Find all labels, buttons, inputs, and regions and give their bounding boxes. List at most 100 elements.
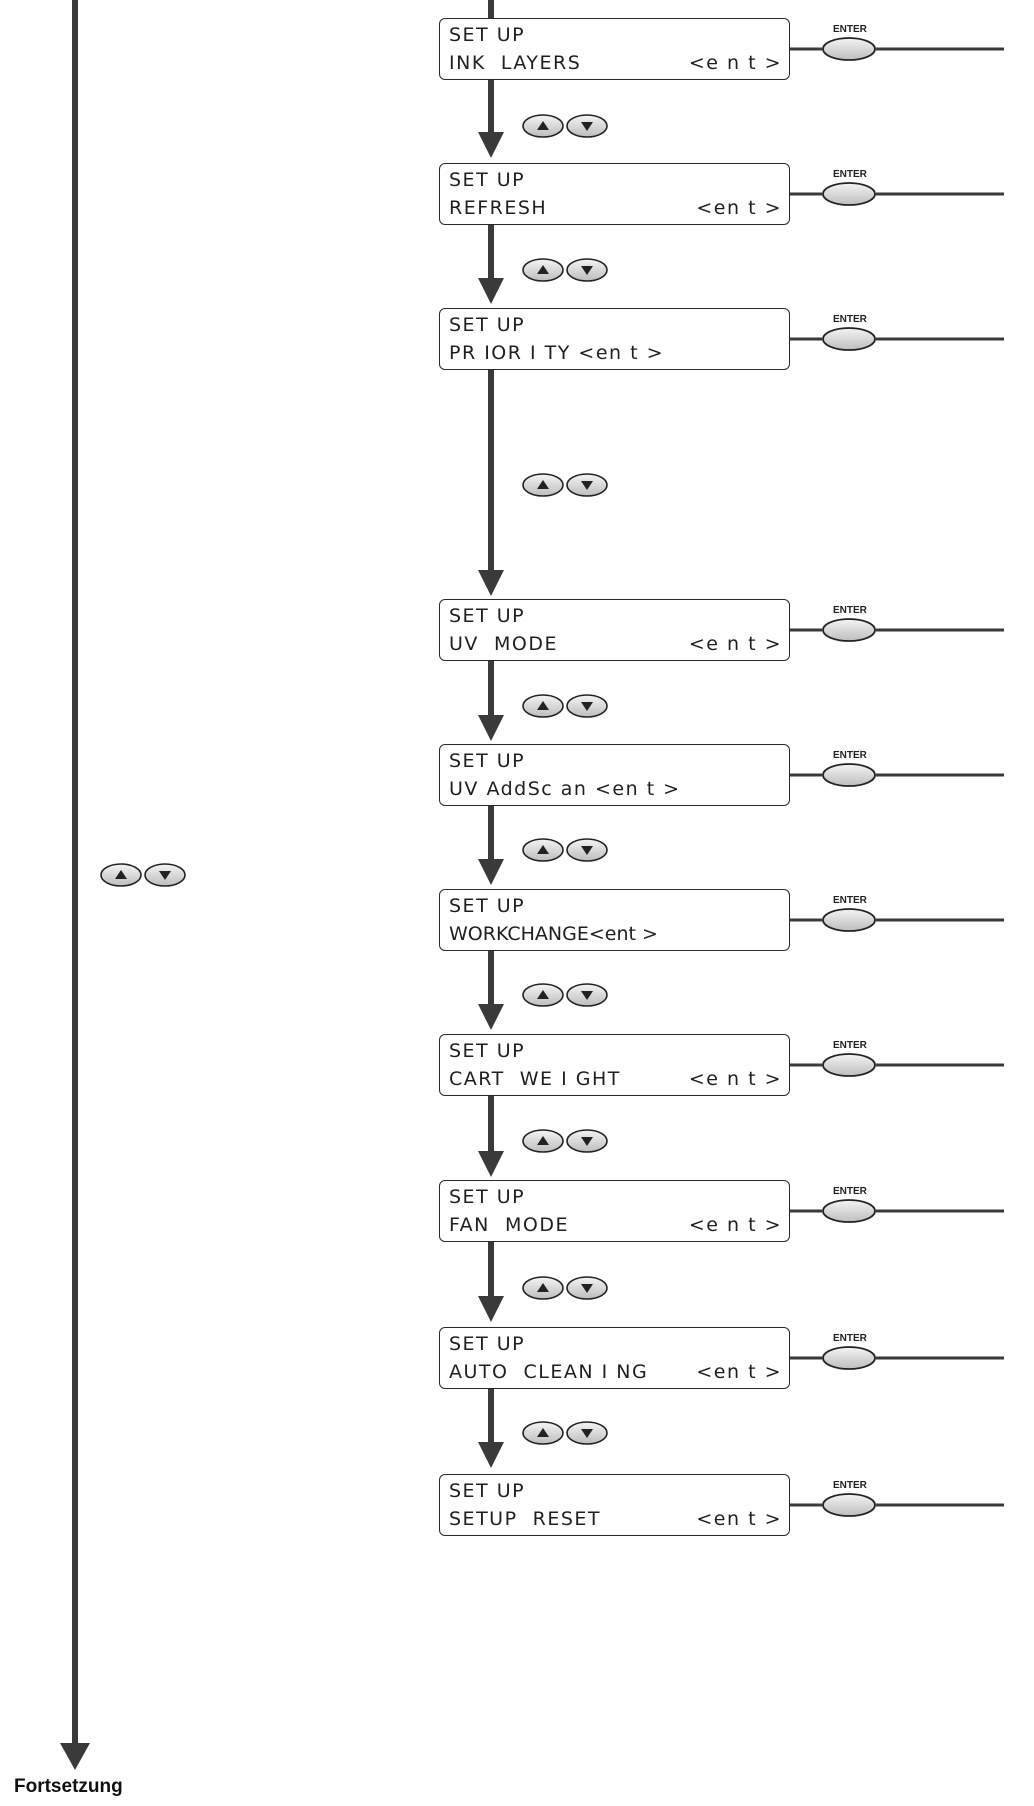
- updown-keys: [522, 983, 608, 1007]
- connector-arrow: [478, 1096, 504, 1177]
- enter-connector: [790, 1053, 1004, 1077]
- lcd-line-1: SET UP: [449, 1333, 526, 1355]
- enter-key-label: ENTER: [833, 1186, 867, 1197]
- connector-arrow: [478, 370, 504, 596]
- lcd-ent-suffix: <en t >: [696, 1361, 782, 1383]
- down-arrow-key-icon: [566, 1421, 608, 1445]
- enter-key-label: ENTER: [833, 1333, 867, 1344]
- lcd-line-1: SET UP: [449, 1186, 526, 1208]
- lcd-screen-priority: SET UP PR IOR I TY <en t >: [439, 308, 790, 370]
- lcd-screen-auto-cleaning: SET UP AUTO CLEAN I NG <en t >: [439, 1327, 790, 1389]
- enter-connector: [790, 327, 1004, 351]
- lcd-line-1: SET UP: [449, 895, 526, 917]
- connector-arrow: [478, 951, 504, 1030]
- down-arrow-key-icon: [566, 114, 608, 138]
- up-arrow-key-icon: [522, 114, 564, 138]
- updown-keys: [522, 1421, 608, 1445]
- lcd-line-2: PR IOR I TY <en t >: [449, 342, 664, 364]
- lcd-ent-suffix: <e n t >: [688, 52, 782, 74]
- updown-keys: [522, 1276, 608, 1300]
- updown-keys: [522, 258, 608, 282]
- up-arrow-key-icon: [522, 473, 564, 497]
- connector-arrow: [478, 80, 504, 158]
- enter-key-label: ENTER: [833, 1480, 867, 1491]
- enter-connector: [790, 1199, 1004, 1223]
- up-arrow-key-icon: [522, 694, 564, 718]
- lcd-ent-suffix: <en t >: [696, 1508, 782, 1530]
- lcd-screen-uv-mode: SET UP UV MODE <e n t >: [439, 599, 790, 661]
- enter-key-label: ENTER: [833, 314, 867, 325]
- main-flow-arrowhead: [60, 1743, 90, 1770]
- lcd-line-1: SET UP: [449, 1480, 526, 1502]
- down-arrow-key-icon: [566, 473, 608, 497]
- enter-connector: [790, 908, 1004, 932]
- enter-key-label: ENTER: [833, 1040, 867, 1051]
- updown-keys: [522, 1129, 608, 1153]
- up-arrow-key-icon: [522, 838, 564, 862]
- down-arrow-key-icon: [566, 1129, 608, 1153]
- up-arrow-key-icon: [522, 1421, 564, 1445]
- enter-connector: [790, 763, 1004, 787]
- down-arrow-key-icon: [566, 838, 608, 862]
- down-arrow-key-icon: [566, 694, 608, 718]
- lcd-line-2: CART WE I GHT: [449, 1068, 621, 1090]
- enter-key-label: ENTER: [833, 605, 867, 616]
- enter-key-icon: [822, 1346, 876, 1370]
- down-arrow-key-icon: [566, 258, 608, 282]
- lcd-ent-suffix: <e n t >: [688, 633, 782, 655]
- down-arrow-key-icon: [566, 1276, 608, 1300]
- lcd-screen-setup-reset: SET UP SETUP RESET <en t >: [439, 1474, 790, 1536]
- up-arrow-key-icon: [522, 983, 564, 1007]
- lcd-line-1: SET UP: [449, 1040, 526, 1062]
- lcd-screen-ink-layers: SET UP INK LAYERS <e n t >: [439, 18, 790, 80]
- enter-connector: [790, 182, 1004, 206]
- lcd-screen-workchange: SET UP WORKCHANGE<ent >: [439, 889, 790, 951]
- enter-key-icon: [822, 618, 876, 642]
- connector-arrow: [478, 225, 504, 304]
- continuation-label: Fortsetzung: [14, 1776, 123, 1797]
- lcd-ent-suffix: <e n t >: [688, 1214, 782, 1236]
- down-arrow-key-icon: [566, 983, 608, 1007]
- lcd-screen-uv-addscan: SET UP UV AddSc an <en t >: [439, 744, 790, 806]
- enter-key-label: ENTER: [833, 24, 867, 35]
- lcd-line-1: SET UP: [449, 169, 526, 191]
- lcd-line-2: UV MODE: [449, 633, 558, 655]
- enter-key-icon: [822, 182, 876, 206]
- enter-key-icon: [822, 1199, 876, 1223]
- lcd-ent-suffix: <e n t >: [688, 1068, 782, 1090]
- lcd-line-1: SET UP: [449, 750, 526, 772]
- enter-key-icon: [822, 327, 876, 351]
- enter-connector: [790, 1493, 1004, 1517]
- lcd-line-2: REFRESH: [449, 197, 548, 219]
- enter-connector: [790, 1346, 1004, 1370]
- connector-arrow: [478, 661, 504, 741]
- enter-key-icon: [822, 37, 876, 61]
- lcd-screen-cart-weight: SET UP CART WE I GHT <e n t >: [439, 1034, 790, 1096]
- enter-key-icon: [822, 908, 876, 932]
- enter-key-label: ENTER: [833, 895, 867, 906]
- enter-key-icon: [822, 763, 876, 787]
- left-updown-keys: [100, 863, 186, 887]
- enter-connector: [790, 618, 1004, 642]
- enter-key-label: ENTER: [833, 750, 867, 761]
- lcd-line-1: SET UP: [449, 605, 526, 627]
- lcd-line-1: SET UP: [449, 314, 526, 336]
- enter-key-label: ENTER: [833, 169, 867, 180]
- updown-keys: [522, 694, 608, 718]
- lcd-line-2: SETUP RESET: [449, 1508, 601, 1530]
- up-arrow-key-icon: [522, 258, 564, 282]
- up-arrow-key-icon: [522, 1129, 564, 1153]
- lcd-screen-fan-mode: SET UP FAN MODE <e n t >: [439, 1180, 790, 1242]
- lcd-line-2: AUTO CLEAN I NG: [449, 1361, 649, 1383]
- connector-arrow: [478, 1242, 504, 1322]
- up-arrow-key-icon: [100, 863, 142, 887]
- updown-keys: [522, 838, 608, 862]
- updown-keys: [522, 114, 608, 138]
- lcd-ent-suffix: <en t >: [696, 197, 782, 219]
- lcd-line-2: UV AddSc an <en t >: [449, 778, 681, 800]
- down-arrow-key-icon: [144, 863, 186, 887]
- up-arrow-key-icon: [522, 1276, 564, 1300]
- enter-key-icon: [822, 1053, 876, 1077]
- lcd-screen-refresh: SET UP REFRESH <en t >: [439, 163, 790, 225]
